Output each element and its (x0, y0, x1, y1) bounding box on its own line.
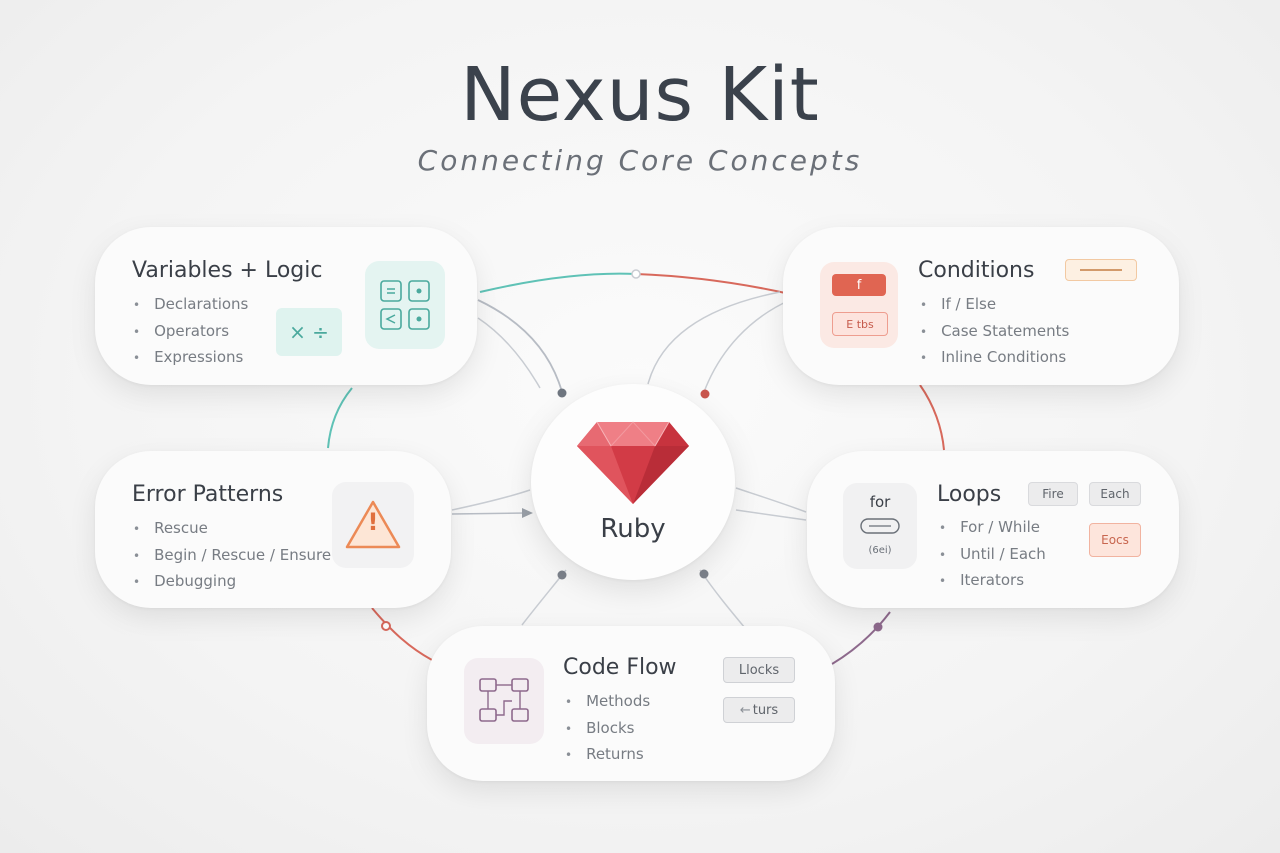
list-item: Declarations (133, 291, 248, 318)
page-title: Nexus Kit (460, 52, 820, 138)
center-node-label: Ruby (600, 514, 666, 544)
list-item: Iterators (939, 567, 1046, 594)
spoke-node-top-right (700, 389, 710, 399)
branch-chip-primary: f (832, 274, 886, 296)
card-item-list: Rescue Begin / Rescue / Ensure Debugging (133, 515, 331, 595)
card-loops[interactable]: for (6ei) Loops Fire Each For / While Un… (807, 451, 1179, 608)
operator-chip-text: × ÷ (289, 320, 329, 344)
svg-text:(6ei): (6ei) (868, 545, 891, 556)
ring-teal-left-arc (327, 387, 353, 449)
center-node-ruby[interactable]: Ruby (531, 384, 735, 580)
spoke-conditions-b (647, 291, 781, 385)
card-title: Conditions (918, 258, 1035, 283)
card-variables-logic[interactable]: Variables + Logic Declarations Operators… (95, 227, 477, 385)
card-title: Code Flow (563, 655, 677, 680)
card-title: Error Patterns (132, 482, 284, 507)
list-item: Blocks (565, 715, 650, 742)
spoke-conditions-a (703, 299, 791, 393)
spoke-arrowhead (522, 508, 533, 518)
spoke-errors-b (451, 512, 527, 515)
loop-chip-each: Each (1089, 482, 1141, 506)
spoke-variables-a (477, 299, 563, 393)
ruby-gem-icon (577, 421, 689, 504)
list-item: For / While (939, 514, 1046, 541)
flow-chip-returns-arrow: ← (739, 702, 751, 718)
list-item: Operators (133, 318, 248, 345)
operator-grid-icon (365, 261, 445, 349)
spoke-node-top-left (557, 388, 567, 398)
spoke-variables-b (477, 317, 541, 389)
branch-chip-secondary: E tbs (832, 312, 888, 336)
flow-chip-blocks: Llocks (723, 657, 795, 683)
spoke-node-bottom-left (557, 570, 567, 580)
flow-chip-returns: ←turs (723, 697, 795, 723)
list-item: If / Else (920, 291, 1069, 318)
list-item: Case Statements (920, 318, 1069, 345)
ring-node-lower-right (873, 622, 883, 632)
inline-toggle-chip (1065, 259, 1137, 281)
flowchart-icon (464, 658, 544, 744)
spoke-node-bottom-right (699, 569, 709, 579)
list-item: Inline Conditions (920, 344, 1069, 371)
ring-node-top (631, 269, 641, 279)
list-item: Methods (565, 688, 650, 715)
list-item: Rescue (133, 515, 331, 542)
ring-red-arc (635, 273, 791, 295)
loop-icon-text: for (869, 493, 891, 511)
list-item: Expressions (133, 344, 248, 371)
loop-chip-fire: Fire (1028, 482, 1078, 506)
ring-red-right-arc (919, 384, 945, 451)
ring-node-lower-left (381, 621, 391, 631)
ring-purple-lower-right-arc (831, 611, 891, 665)
card-error-patterns[interactable]: Error Patterns Rescue Begin / Rescue / E… (95, 451, 451, 608)
branch-icon: f E tbs (820, 262, 898, 348)
card-item-list: For / While Until / Each Iterators (939, 514, 1046, 594)
list-item: Debugging (133, 568, 331, 595)
ring-teal-arc (479, 272, 637, 293)
card-conditions[interactable]: f E tbs Conditions If / Else Case Statem… (783, 227, 1179, 385)
spoke-errors-a (451, 489, 531, 511)
page-subtitle: Connecting Core Concepts (417, 144, 863, 177)
loop-icon: for (6ei) (843, 483, 917, 569)
card-code-flow[interactable]: Code Flow Methods Blocks Returns Llocks … (427, 626, 835, 781)
card-item-list: Methods Blocks Returns (565, 688, 650, 768)
list-item: Returns (565, 741, 650, 768)
warning-glyph: ! (367, 508, 379, 536)
warning-icon: ! (332, 482, 414, 568)
list-item: Until / Each (939, 541, 1046, 568)
operator-chip: × ÷ (276, 308, 342, 356)
card-item-list: If / Else Case Statements Inline Conditi… (920, 291, 1069, 371)
flow-chip-returns-label: turs (752, 702, 779, 718)
spoke-loops-b (735, 509, 807, 521)
loop-chip-eocs: Eocs (1089, 523, 1141, 557)
card-title: Loops (937, 482, 1002, 507)
spoke-loops-a (735, 487, 807, 513)
ring-red-lower-left-arc (371, 607, 433, 661)
spoke-codeflow-b (699, 569, 746, 629)
card-item-list: Declarations Operators Expressions (133, 291, 248, 371)
card-title: Variables + Logic (132, 258, 323, 283)
list-item: Begin / Rescue / Ensure (133, 542, 331, 569)
